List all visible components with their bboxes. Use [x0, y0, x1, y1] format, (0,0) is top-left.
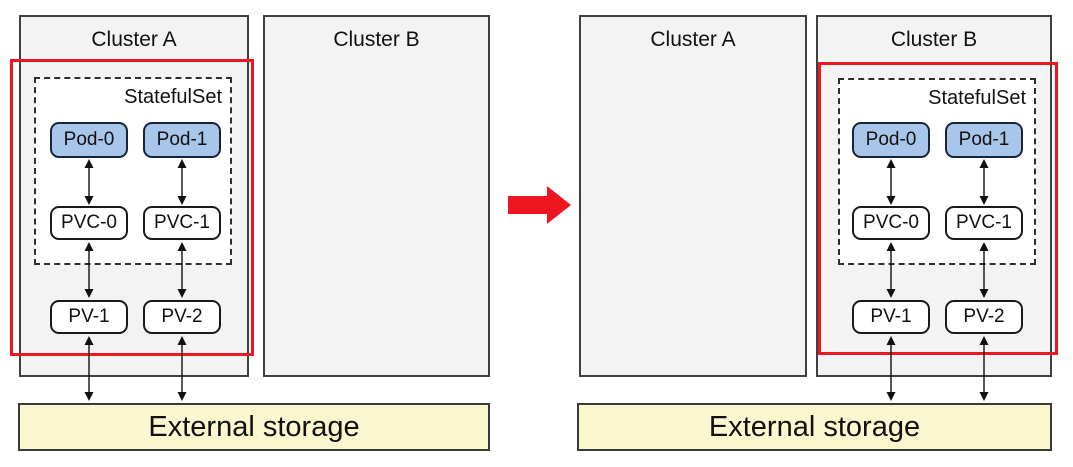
- pv-1-node: PV-1: [852, 300, 930, 334]
- cluster-b-box: Cluster B: [263, 15, 490, 377]
- failover-highlight-box: [818, 62, 1058, 355]
- pod-1-node: Pod-1: [945, 122, 1023, 158]
- pod-0-node: Pod-0: [852, 122, 930, 158]
- pvc-0-node: PVC-0: [852, 206, 930, 240]
- pod-1-node: Pod-1: [143, 122, 221, 158]
- pvc-0-node: PVC-0: [50, 206, 128, 240]
- cluster-b-title: Cluster B: [890, 28, 978, 51]
- statefulset-label: StatefulSet: [928, 87, 1026, 109]
- external-storage-box: External storage: [577, 403, 1052, 451]
- cluster-a-title: Cluster A: [91, 28, 177, 51]
- pvc-1-node: PVC-1: [143, 206, 221, 240]
- failover-transition-arrow-icon: [508, 186, 571, 224]
- pod-0-node: Pod-0: [50, 122, 128, 158]
- failover-highlight-box: [10, 59, 254, 356]
- pv-1-node: PV-1: [50, 300, 128, 334]
- external-storage-box: External storage: [18, 403, 490, 451]
- statefulset-label: StatefulSet: [124, 86, 222, 108]
- pv-2-node: PV-2: [945, 300, 1023, 334]
- cluster-a-title: Cluster A: [650, 28, 736, 51]
- cluster-a-box: Cluster A: [579, 15, 807, 377]
- pvc-1-node: PVC-1: [945, 206, 1023, 240]
- cluster-b-title: Cluster B: [333, 28, 420, 51]
- pv-2-node: PV-2: [143, 300, 221, 334]
